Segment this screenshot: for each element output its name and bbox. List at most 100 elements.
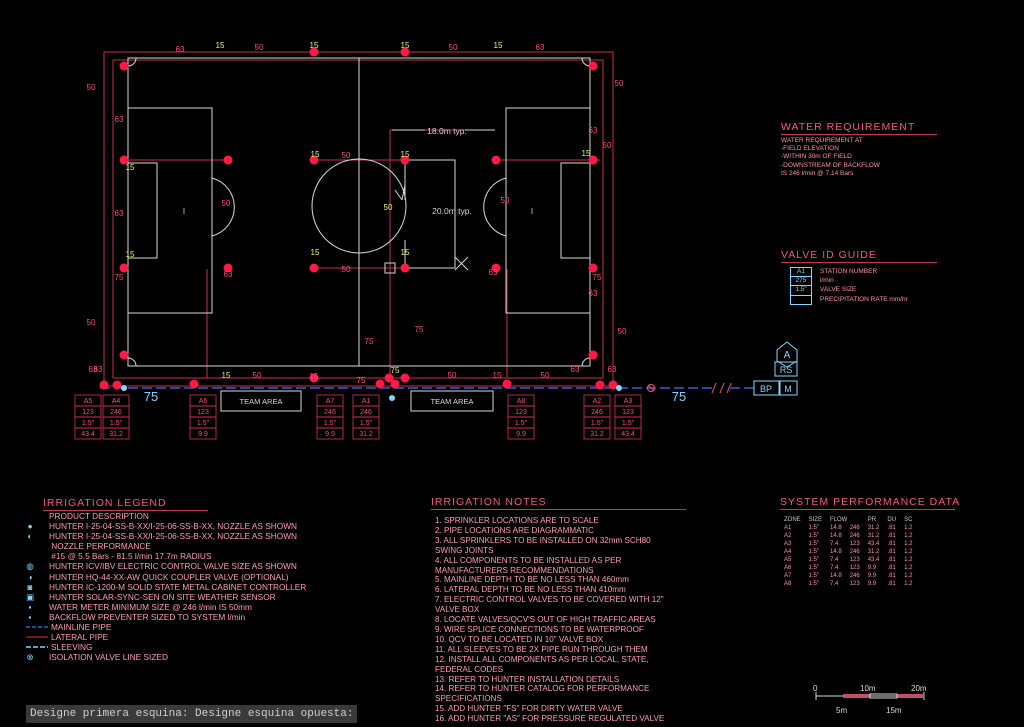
legend-symbol-icon: [25, 642, 49, 652]
irrigation-note: 2. PIPE LOCATIONS ARE DIAGRAMMATIC: [435, 525, 594, 535]
performance-cell: 246: [849, 533, 860, 539]
mainline-size-right: 75: [672, 389, 686, 404]
irrigation-note: 8. LOCATE VALVES/QCV'S OUT OF HIGH TRAFF…: [435, 615, 656, 625]
scale-bar: 0 10m 20m 5m 15m: [812, 684, 932, 720]
field-top-label: 15: [494, 41, 503, 50]
valve-id: A2: [593, 398, 602, 405]
sprinkler-head: [400, 155, 410, 165]
valve-id-key-cell: [791, 296, 811, 304]
sprinkler-head: [491, 263, 501, 273]
irrigation-note: 12. INSTALL ALL COMPONENTS AS PER LOCAL,…: [435, 654, 649, 664]
field-bottom-label: 15: [493, 371, 502, 380]
quick-coupler-icon: [389, 395, 395, 401]
valve-pr: 43.4: [621, 431, 635, 438]
field-right-label: 50: [603, 141, 612, 150]
performance-cell: .81: [887, 525, 896, 531]
performance-cell: 31.2: [867, 549, 880, 555]
legend-item: ▣HUNTER SOLAR-SYNC-SEN ON SITE WEATHER S…: [25, 592, 393, 602]
quick-coupler-icon: [616, 385, 622, 391]
field-top-label: 50: [449, 43, 458, 52]
performance-cell: .81: [887, 573, 896, 579]
performance-cell: 9.9: [867, 565, 877, 571]
irrigation-note: 14. REFER TO HUNTER CATALOG FOR PERFORMA…: [435, 684, 650, 694]
legend-item-text: HUNTER HQ-44-XX-AW QUICK COUPLER VALVE (…: [49, 571, 289, 582]
valve-pr: 31.2: [359, 431, 373, 438]
controller-hex-icon: [776, 341, 798, 368]
legend-item: MAINLINE PIPE: [25, 622, 393, 632]
scale-20m: 20m: [911, 684, 927, 693]
field-right-label: 50: [615, 79, 624, 88]
valve-id-description: PRECIPITATION RATE mm/hr: [820, 295, 908, 303]
water-requirement-title: WATER REQUIREMENT: [781, 121, 916, 133]
field-top-label: 63: [176, 45, 185, 54]
field-left-label: 15: [126, 163, 135, 172]
performance-header-cell: DU: [887, 517, 897, 523]
irrigation-note: 4. ALL COMPONENTS TO BE INSTALLED AS PER: [435, 555, 622, 565]
water-requirement-line: WATER REQUIREMENT AT: [781, 137, 863, 144]
rain-sensor-box: [774, 361, 798, 377]
valve-flow: 246: [324, 409, 336, 416]
performance-cell: A3: [784, 541, 792, 547]
scale-5m: 5m: [836, 706, 848, 715]
legend-item-text: WATER METER MINIMUM SIZE @ 246 l/min IS …: [49, 601, 252, 612]
performance-header-cell: PR: [867, 517, 877, 523]
performance-cell: .81: [887, 557, 896, 563]
irrigation-legend-panel: IRRIGATION LEGEND PRODUCT DESCRIPTION●HU…: [26, 497, 393, 663]
command-line-prompt[interactable]: Designe primera esquina: Designe esquina…: [26, 705, 358, 723]
valve-flow: 123: [197, 409, 209, 416]
sprinkler-head: [595, 380, 605, 390]
field-left-label: 50: [87, 83, 96, 92]
field-bottom-label: 50: [448, 371, 457, 380]
legend-item-text: SLEEVING: [51, 642, 93, 653]
field-left-label: 75: [115, 273, 124, 282]
sprinkler-head: [608, 380, 618, 390]
performance-cell: 43.4: [867, 557, 880, 563]
valve-id-description: l/min: [820, 277, 834, 285]
sprinkler-head: [119, 263, 129, 273]
sprinkler-head: [491, 155, 501, 165]
valve-pr: 43.4: [81, 431, 95, 438]
field-left-label: 63: [115, 115, 124, 124]
performance-cell: .81: [887, 549, 896, 555]
valve-size: 1.5": [360, 420, 373, 427]
field-inner-label: 15: [311, 150, 320, 159]
valve-id-description: STATION NUMBER: [820, 268, 878, 275]
performance-cell: 1.5": [808, 573, 820, 579]
valve-id: A1: [362, 398, 371, 405]
irrigation-note: 16. ADD HUNTER "AS" FOR PRESSURE REGULAT…: [435, 714, 665, 724]
field-right-label: 50: [618, 327, 627, 336]
performance-cell: 1.5": [808, 565, 820, 571]
field-bottom-label: 15: [310, 372, 319, 381]
performance-cell: 1.5": [808, 541, 820, 547]
field-top-label: 15: [310, 41, 319, 50]
sprinkler-head: [223, 263, 233, 273]
legend-symbol-icon: ▪: [28, 601, 32, 612]
sprinkler-head: [400, 373, 410, 383]
irrigation-note: 1. SPRINKLER LOCATIONS ARE TO SCALE: [435, 516, 599, 525]
valve-id-guide-title: VALVE ID GUIDE: [781, 249, 877, 261]
backflow-box: [753, 380, 780, 396]
sprinkler-head: [400, 263, 410, 273]
field-left-label: 50: [87, 318, 96, 327]
legend-item-text: PRODUCT DESCRIPTION: [49, 511, 149, 521]
valve-id-key-cell: 1.5": [791, 286, 811, 296]
valve-id: A4: [112, 398, 121, 405]
sprinkler-head: [384, 373, 394, 383]
irrigation-note: 6. LATERAL DEPTH TO BE NO LESS THAN 410m…: [435, 585, 626, 595]
performance-cell: 14.8: [830, 533, 842, 539]
performance-cell: 7.4: [830, 541, 839, 547]
valve-id: A5: [84, 398, 93, 405]
irrigation-note: 5. MAINLINE DEPTH TO BE NO LESS THAN 460…: [435, 575, 629, 585]
legend-item: ◙HUNTER IC-1200-M SOLID STATE METAL CABI…: [25, 582, 393, 592]
performance-header-cell: FLOW: [830, 517, 848, 523]
legend-item-text: ISOLATION VALVE LINE SIZED: [49, 652, 168, 663]
meter-box: [779, 380, 798, 396]
